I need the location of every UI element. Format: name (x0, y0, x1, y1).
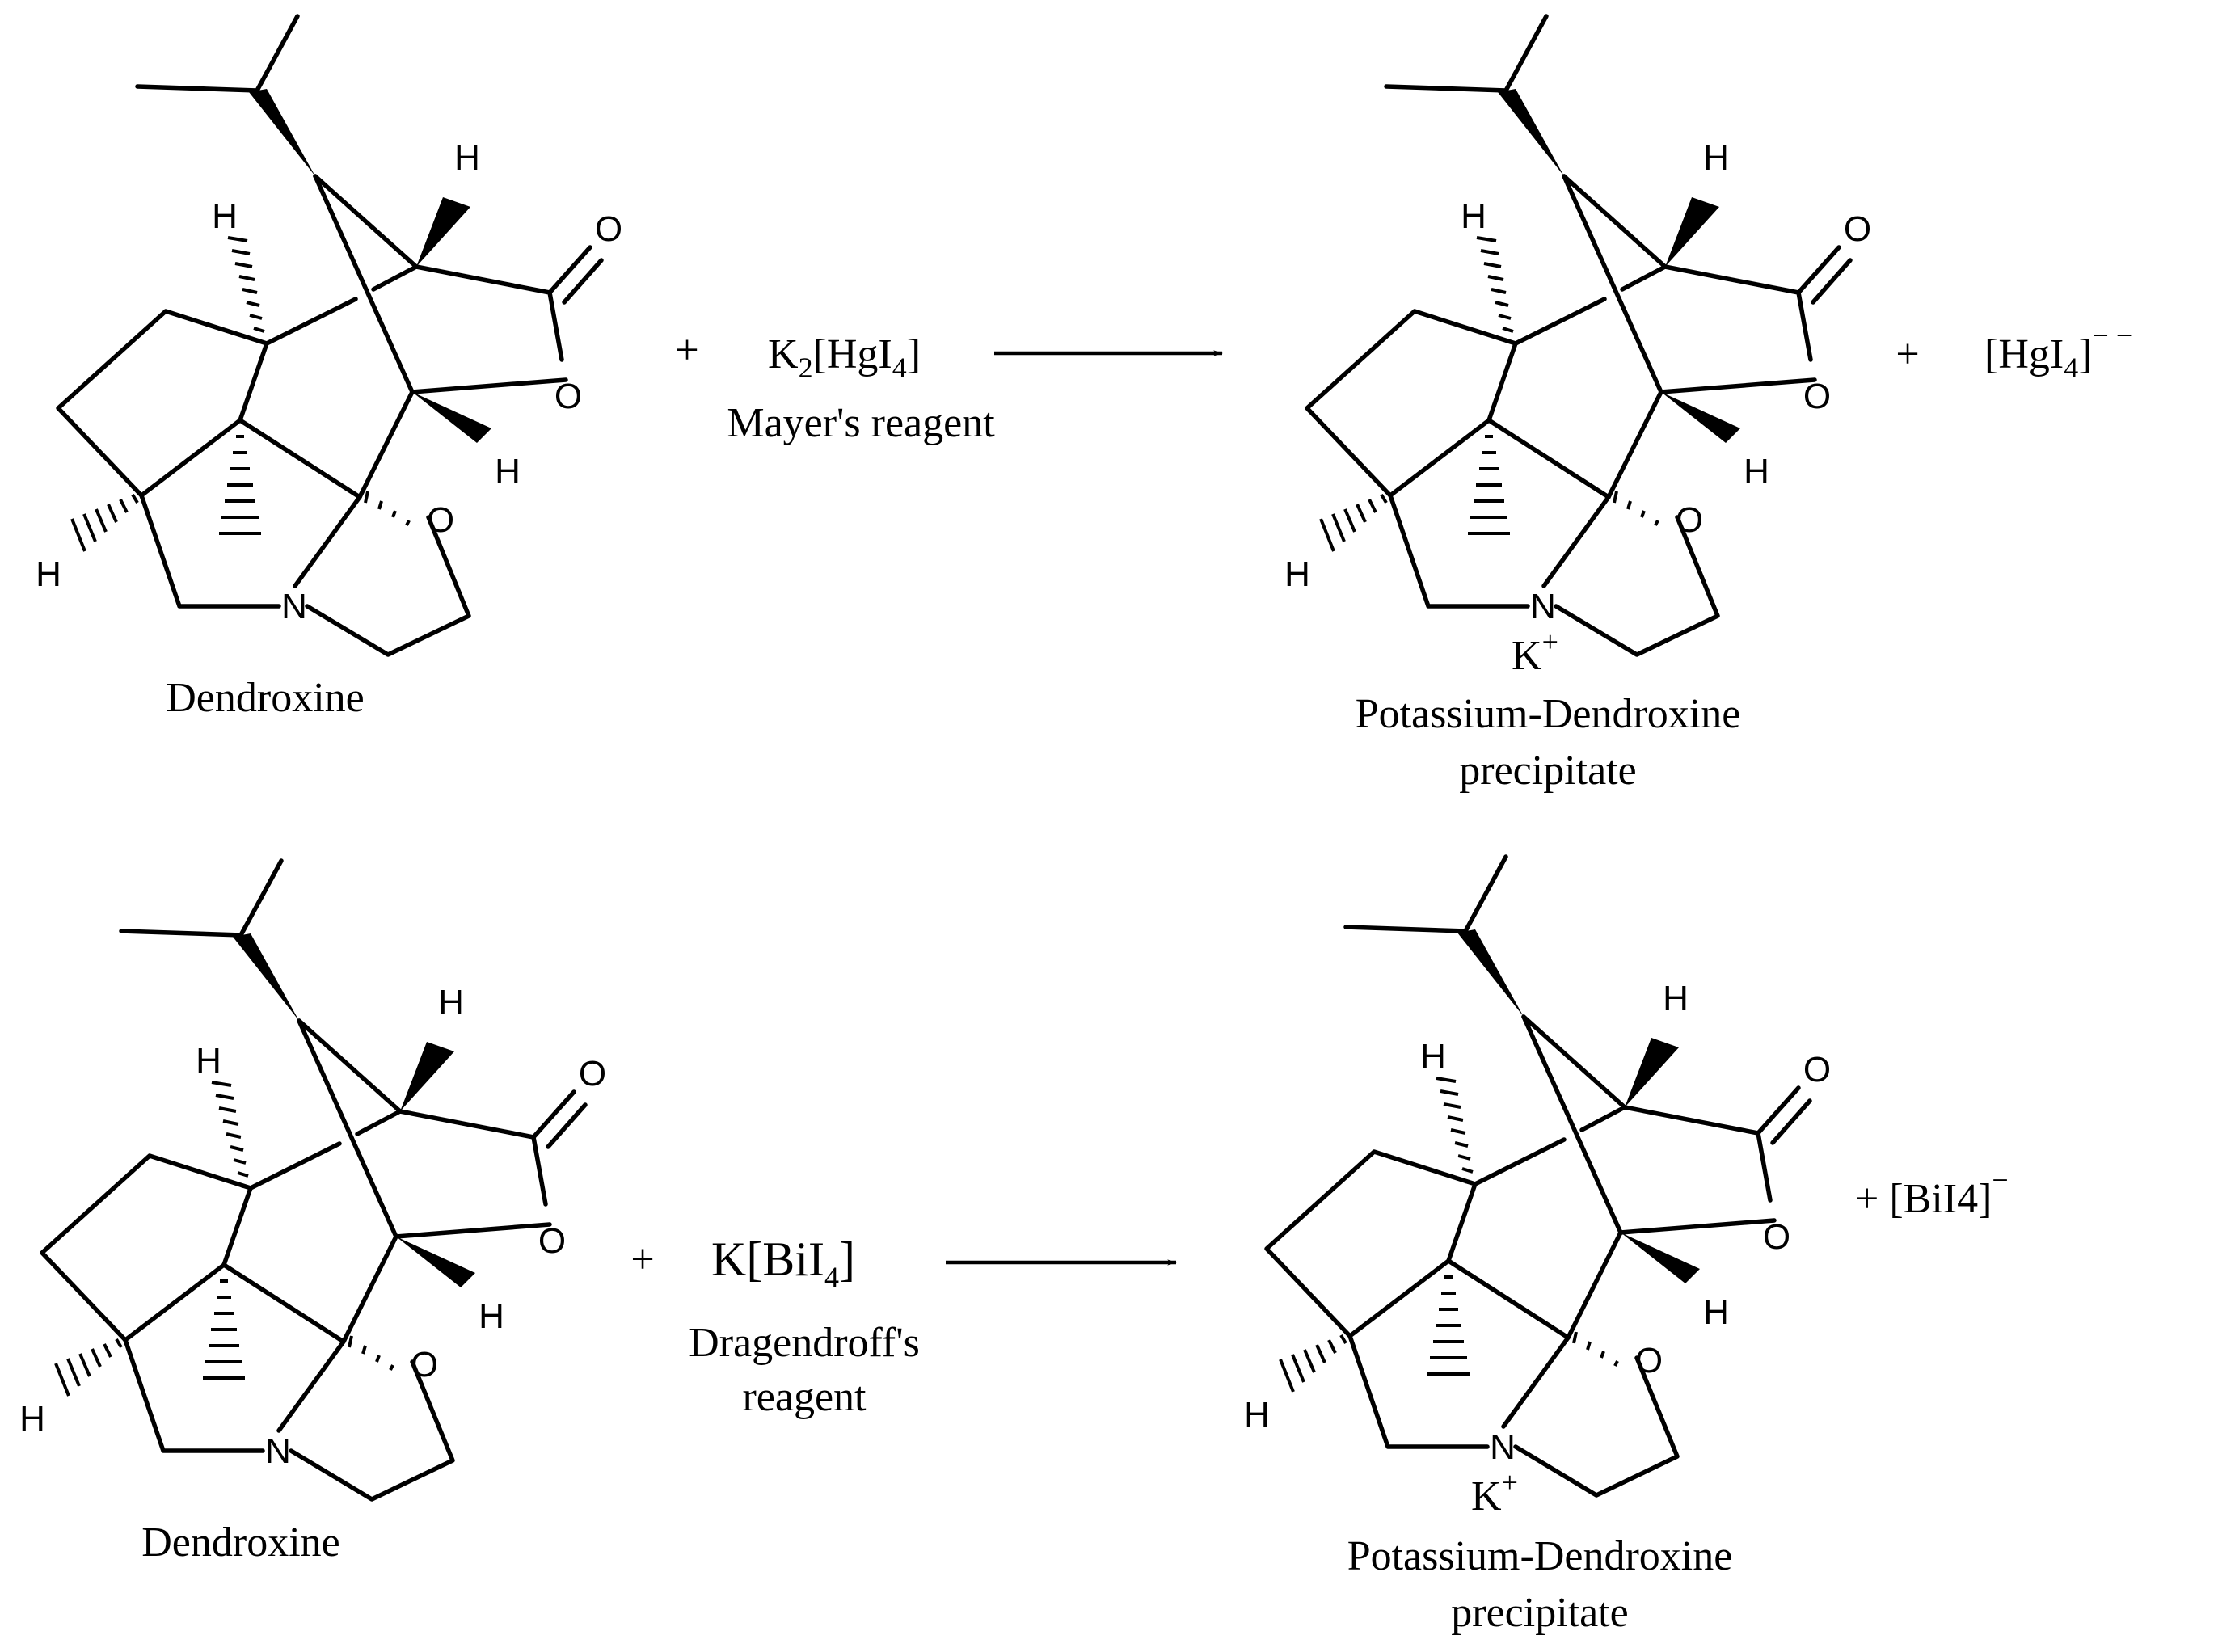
dendroxine-structure (36, 16, 622, 655)
plus-sign: + (675, 327, 698, 373)
reagent-name: Mayer's reagent (727, 400, 995, 446)
reactant-name: Dendroxine (141, 1519, 339, 1566)
product-name-line1: Potassium-Dendroxine (1347, 1533, 1733, 1579)
potassium-cation: K+ (1471, 1466, 1518, 1519)
plus-sign: + (630, 1237, 654, 1283)
reagent-formula: K2[HgI4] (768, 331, 921, 384)
byproduct-formula: [HgI4]− − (1984, 319, 2132, 384)
dendroxine-structure (19, 861, 606, 1499)
reaction-1: Dendroxine + K2[HgI4] Mayer's reagent K+… (36, 16, 2132, 794)
plus-sign: + (1895, 331, 1919, 377)
product-name-line2: precipitate (1451, 1590, 1628, 1636)
product-structure (1244, 857, 1831, 1495)
reactant-name: Dendroxine (166, 675, 364, 721)
reagent-name-line1: Dragendroff's (689, 1320, 920, 1366)
potassium-cation: K+ (1512, 626, 1558, 679)
reaction-2: Dendroxine + K[BiI4] Dragendroff's reage… (19, 857, 2009, 1636)
product-name-line2: precipitate (1459, 748, 1636, 794)
product-structure (1284, 16, 1871, 655)
product-name-line1: Potassium-Dendroxine (1356, 691, 1741, 737)
reagent-formula: K[BiI4] (711, 1233, 855, 1293)
reagent-name-line2: reagent (742, 1374, 867, 1420)
byproduct-formula: + [BiI4]− (1855, 1164, 2009, 1222)
